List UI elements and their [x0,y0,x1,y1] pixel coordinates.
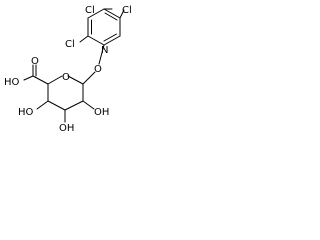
bond-c3-cl [79,35,89,43]
atom-oh-left: HO [18,107,34,118]
bond-pyr-c6-n-inner [103,33,117,42]
bonds [23,8,125,123]
atom-labels: Cl Cl Cl N O O O HO HO OH OH [4,5,132,134]
bond-c3-c2 [64,100,84,111]
atom-cl-top-left: Cl [85,5,95,16]
atom-cl-left: Cl [65,39,75,50]
atom-cl-top-right: Cl [122,5,132,16]
bond-c5-cl [119,9,125,19]
atom-ether-o: O [94,64,102,75]
bond-pyr-c4-c5-inner [104,12,118,21]
bond-o-ring-c5 [47,75,63,85]
atom-acid-oh: HO [4,77,20,88]
atom-pyridine-n: N [101,45,108,56]
bond-c4-c3 [47,100,66,111]
bond-c2-oh [82,100,95,110]
bond-c4-oh [36,100,49,110]
bond-pyr-c4-c5 [103,8,121,19]
atom-oh-right: OH [94,107,109,118]
bond-c1-o-ring [67,75,84,85]
atom-acid-o: O [31,56,39,67]
bond-pyr-c6-n [103,35,121,46]
bond-o-ether-c1 [82,71,96,85]
atom-ring-o: O [62,72,70,83]
structure-canvas: Cl Cl Cl N O O O HO HO OH OH [0,0,147,151]
bond-pyr-n-c2 [87,35,105,46]
atom-oh-bottom: OH [59,123,74,134]
bond-c5-cooh [32,75,49,85]
bond-c2-o-ether [98,44,105,65]
molecule-structure: Cl Cl Cl N O O O HO HO OH OH [4,5,132,134]
bond-pyr-c3-c4 [87,8,105,19]
bond-c-oh-acid [23,75,34,81]
